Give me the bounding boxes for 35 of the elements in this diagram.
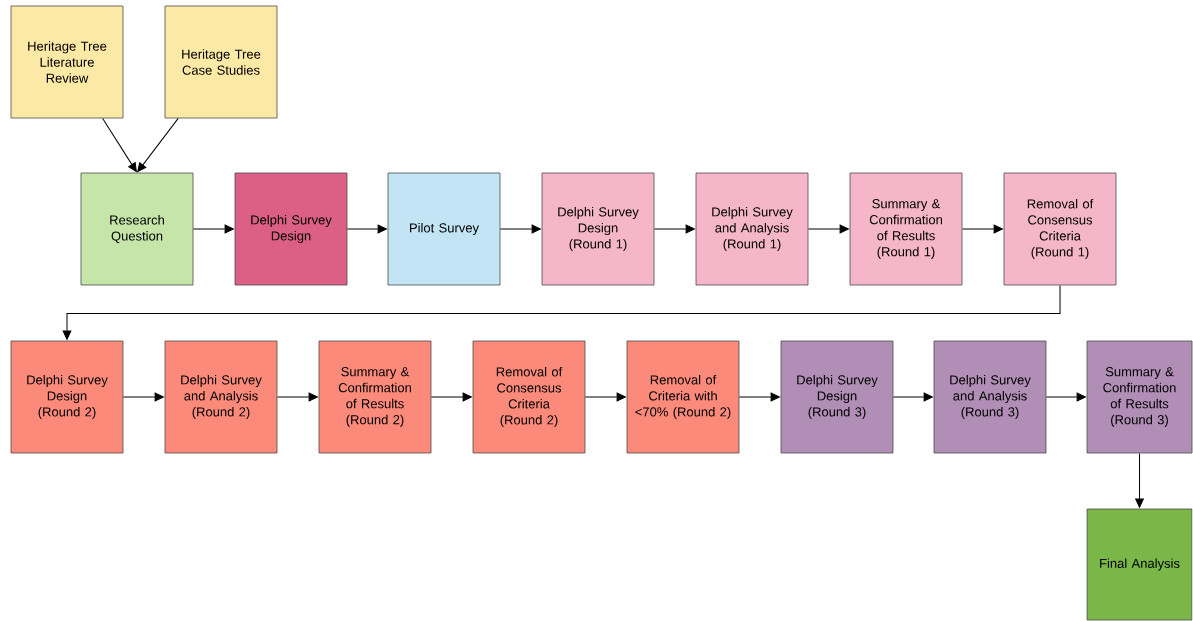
process-box: Delphi Survey Design (Round 3) <box>780 340 894 454</box>
process-box: Removal of Criteria with <70% (Round 2) <box>626 340 740 454</box>
process-box: Delphi Survey and Analysis (Round 2) <box>164 340 278 454</box>
arrow <box>892 392 933 402</box>
arrow <box>122 392 164 402</box>
arrow <box>346 224 387 234</box>
arrow <box>584 392 626 402</box>
arrow <box>192 224 234 234</box>
process-box: Delphi Survey and Analysis (Round 1) <box>695 172 809 286</box>
process-box: Removal of Consensus Criteria (Round 1) <box>1003 172 1117 286</box>
arrow <box>499 224 541 234</box>
process-box: Delphi Survey Design <box>234 172 348 286</box>
process-box: Summary & Confirmation of Results (Round 3) <box>1086 340 1193 454</box>
arrow <box>1135 452 1144 508</box>
arrow <box>137 117 179 173</box>
process-box: Delphi Survey and Analysis (Round 3) <box>933 340 1047 454</box>
arrow <box>738 392 780 402</box>
process-box: Summary & Confirmation of Results (Round 1) <box>849 172 963 286</box>
process-box: Heritage Tree Case Studies <box>164 5 278 119</box>
process-box: Research Question <box>80 172 194 286</box>
process-box: Final Analysis <box>1086 508 1193 621</box>
arrow <box>430 392 472 402</box>
process-box: Removal of Consensus Criteria (Round 2) <box>472 340 586 454</box>
process-box: Pilot Survey <box>387 172 501 286</box>
process-box: Delphi Survey Design (Round 1) <box>541 172 655 286</box>
process-box: Heritage Tree Literature Review <box>10 5 124 119</box>
process-box: Summary & Confirmation of Results (Round 2) <box>318 340 432 454</box>
arrow <box>102 117 137 173</box>
arrow <box>961 224 1003 234</box>
process-box: Delphi Survey Design (Round 2) <box>10 340 124 454</box>
arrow <box>1045 392 1086 402</box>
arrow <box>807 224 849 234</box>
arrow <box>276 392 318 402</box>
arrow <box>653 224 695 234</box>
arrow <box>62 284 1061 340</box>
